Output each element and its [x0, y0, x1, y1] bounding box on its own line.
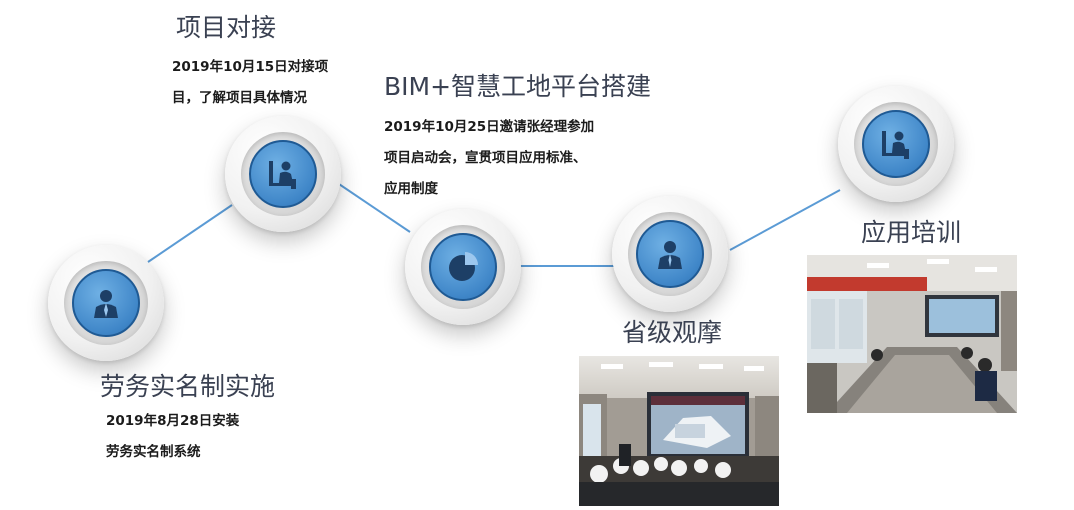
- milestone-node-labor: [48, 245, 164, 361]
- training-photo: [807, 255, 1017, 413]
- worker-icon: [94, 290, 118, 318]
- desc-line: 2019年10月15日对接项: [172, 59, 329, 75]
- milestone-desc-labor: 2019年8月28日安装 劳务实名制系统: [106, 406, 239, 468]
- milestone-title-labor: 劳务实名制实施: [100, 372, 276, 401]
- milestone-title-inspection: 省级观摩: [622, 318, 723, 347]
- milestone-desc-docking: 2019年10月15日对接项 目，了解项目具体情况: [172, 52, 328, 114]
- desc-line: 2019年10月25日邀请张经理参加: [384, 119, 595, 135]
- milestone-desc-bim: 2019年10月25日邀请张经理参加 项目启动会，宣贯项目应用标准、 应用制度: [384, 112, 594, 205]
- milestone-title-training: 应用培训: [861, 218, 962, 247]
- desk-person-icon: [269, 161, 296, 189]
- milestone-title-docking: 项目对接: [176, 13, 277, 42]
- milestone-node-docking: [225, 116, 341, 232]
- desc-line: 2019年8月28日安装: [106, 413, 240, 429]
- desc-line: 项目启动会，宣贯项目应用标准、: [384, 150, 587, 166]
- milestone-title-bim: BIM+智慧工地平台搭建: [384, 72, 652, 101]
- person-icon: [658, 241, 682, 269]
- milestone-node-training: [838, 86, 954, 202]
- desc-line: 劳务实名制系统: [106, 444, 201, 460]
- desk-person-icon: [882, 131, 909, 159]
- milestone-node-bim: [405, 209, 521, 325]
- inspection-photo: [579, 356, 779, 506]
- milestone-node-inspection: [612, 196, 728, 312]
- desc-line: 应用制度: [384, 181, 438, 197]
- desc-line: 目，了解项目具体情况: [172, 90, 307, 106]
- pie-chart-icon: [449, 252, 478, 281]
